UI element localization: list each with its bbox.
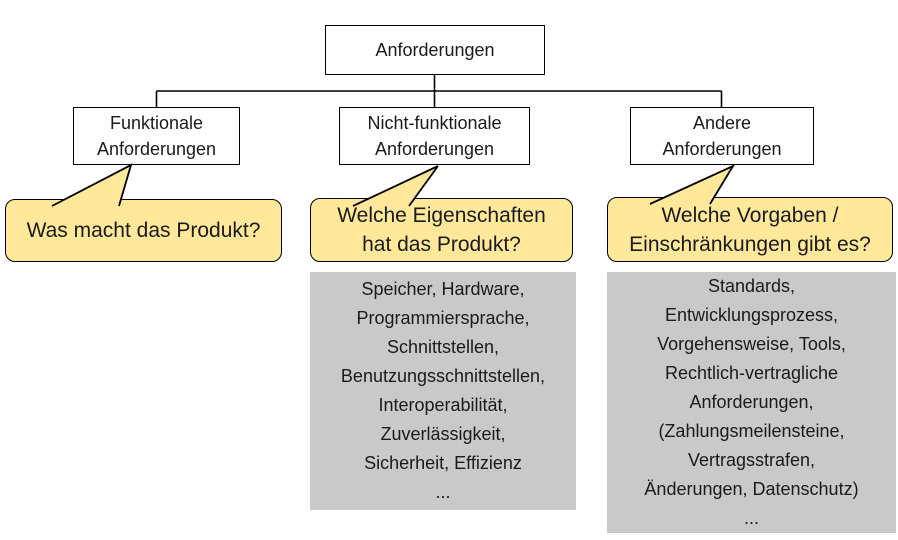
node-anforderungen: Anforderungen xyxy=(325,25,545,75)
node-andere-anforderungen: Andere Anforderungen xyxy=(630,107,814,165)
node-nicht-funktionale-anforderungen: Nicht-funktionale Anforderungen xyxy=(339,107,530,165)
callout-question-nicht-funktionale: Welche Eigenschaften hat das Produkt? xyxy=(310,198,573,262)
examples-panel-andere: Standards, Entwicklungsprozess, Vorgehen… xyxy=(607,272,896,533)
node-funktionale-anforderungen: Funktionale Anforderungen xyxy=(73,107,240,165)
callout-question-funktionale: Was macht das Produkt? xyxy=(5,199,282,262)
examples-panel-nicht-funktionale: Speicher, Hardware, Programmiersprache, … xyxy=(310,272,576,510)
callout-question-andere: Welche Vorgaben / Einschränkungen gibt e… xyxy=(607,197,893,262)
